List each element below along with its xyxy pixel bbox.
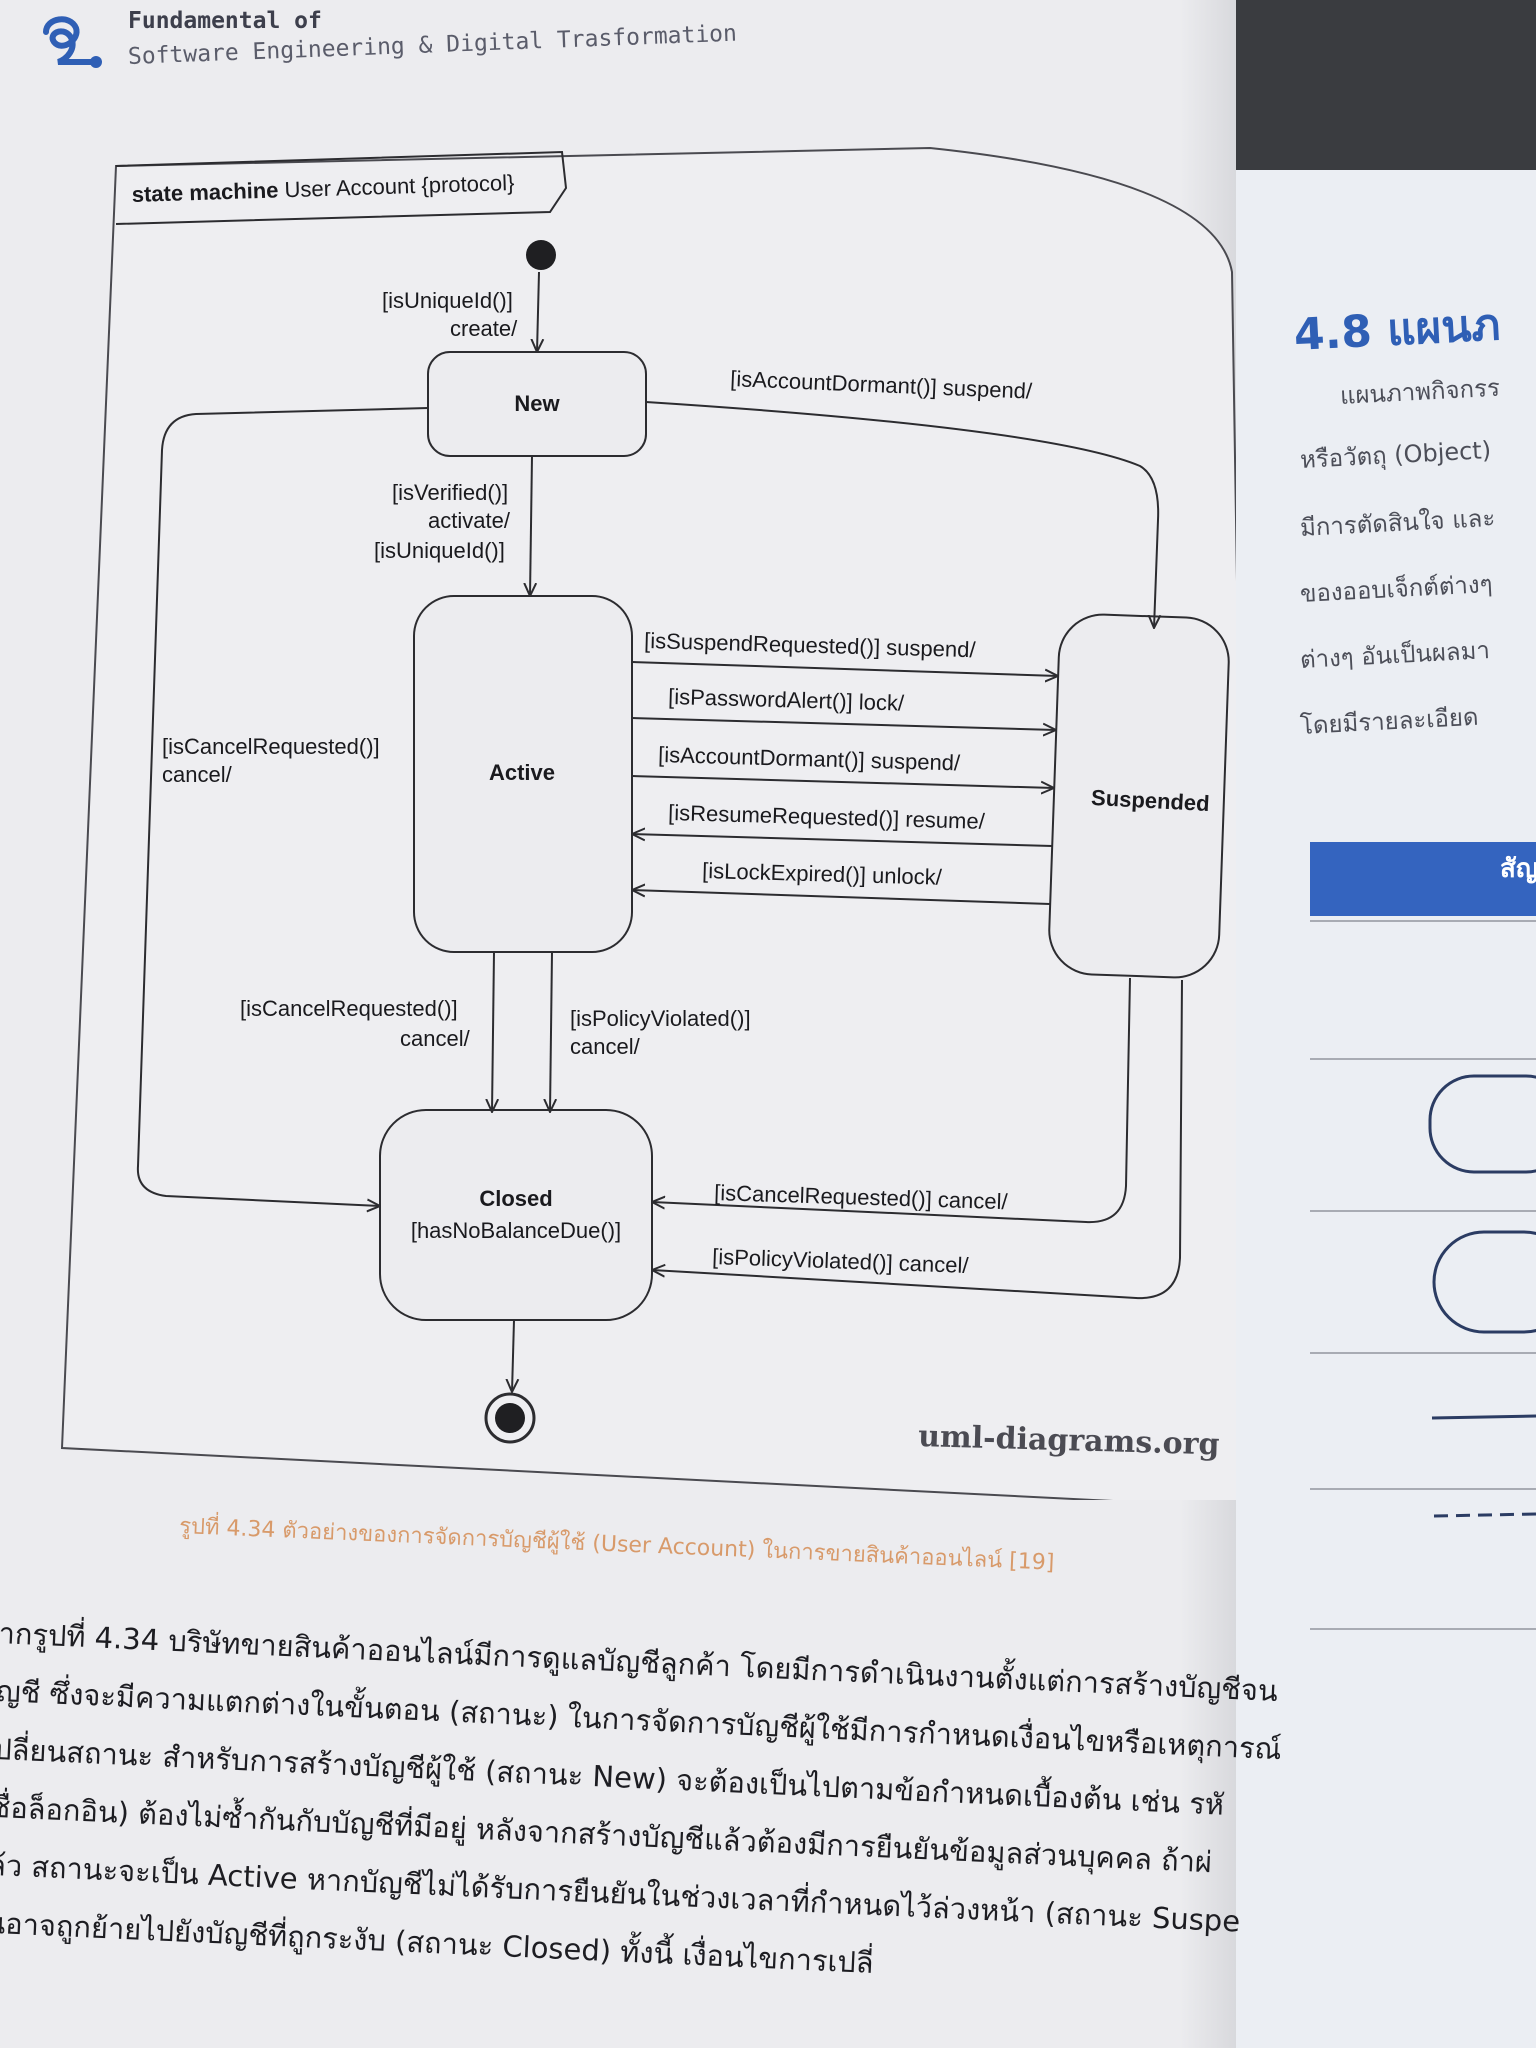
new-to-active-guard: [isVerified()] bbox=[392, 480, 508, 505]
table-rule bbox=[1310, 1352, 1536, 1354]
book-logo-icon bbox=[40, 14, 110, 80]
new-to-closed-guard: [isCancelRequested()] bbox=[162, 734, 380, 759]
active-cancel-guard: [isCancelRequested()] bbox=[240, 996, 458, 1021]
state-closed-label: Closed bbox=[479, 1186, 552, 1211]
new-to-closed-action: cancel/ bbox=[162, 762, 233, 787]
state-suspended-label: Suspended bbox=[1091, 785, 1211, 816]
table-rule bbox=[1310, 920, 1536, 922]
new-to-active-guard2: [isUniqueId()] bbox=[374, 538, 505, 563]
right-page-heading: 4.8 แผนภ bbox=[1292, 299, 1502, 361]
state-machine-diagram: state machine User Account {protocol} [i… bbox=[60, 146, 1236, 1500]
active-policy-guard: [isPolicyViolated()] bbox=[570, 1006, 751, 1031]
table-rule bbox=[1310, 1628, 1536, 1630]
new-to-active-action: activate/ bbox=[428, 508, 511, 533]
diagram-frame bbox=[60, 146, 1236, 1500]
right-page bbox=[1236, 170, 1536, 2048]
active-cancel-action: cancel/ bbox=[400, 1026, 471, 1051]
state-new bbox=[427, 351, 647, 457]
watermark: uml-diagrams.org bbox=[918, 1419, 1220, 1462]
table-rule bbox=[1310, 1058, 1536, 1060]
body-paragraph: ากรูปที่ 4.34 บริษัทขายสินค้าออนไลน์มีกา… bbox=[0, 1604, 1289, 2010]
frame-title-tab bbox=[115, 150, 568, 225]
right-page-shapes bbox=[1428, 1074, 1536, 1518]
initial-state bbox=[526, 240, 556, 270]
active-policy-action: cancel/ bbox=[570, 1034, 641, 1059]
state-closed bbox=[379, 1109, 653, 1321]
right-page-table-header-text: สัญ bbox=[1500, 854, 1536, 884]
final-state bbox=[484, 1392, 536, 1444]
init-action-label: create/ bbox=[450, 316, 518, 341]
state-new-label: New bbox=[514, 391, 560, 416]
state-active-label: Active bbox=[489, 760, 555, 785]
state-active bbox=[413, 595, 633, 953]
init-guard-label: [isUniqueId()] bbox=[382, 288, 513, 313]
table-rule bbox=[1310, 1210, 1536, 1212]
table-rule bbox=[1310, 1488, 1536, 1490]
state-closed-invariant: [hasNoBalanceDue()] bbox=[411, 1218, 621, 1243]
background-dark-area bbox=[1236, 0, 1536, 175]
right-page-table-header bbox=[1310, 842, 1536, 916]
header-title: Fundamental of bbox=[128, 8, 322, 34]
